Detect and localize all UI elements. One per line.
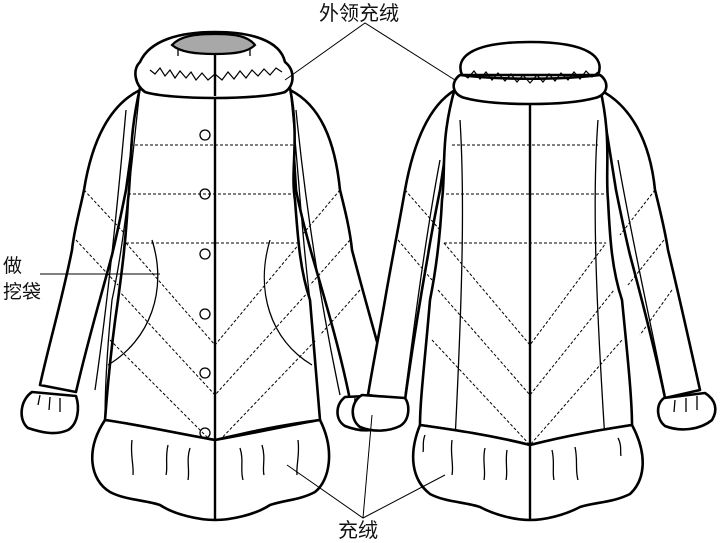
- collar-annotation-label: 外领充绒: [319, 1, 399, 25]
- front-body: [103, 86, 322, 442]
- back-bubble-hem: [411, 423, 644, 522]
- front-right-pocket: [263, 239, 313, 366]
- front-neck-lining: [170, 32, 257, 56]
- hem-annotation-label: 充绒: [338, 518, 378, 542]
- hem-leader-line: [286, 414, 446, 519]
- back-collar-bottom: [452, 73, 608, 106]
- back-collar-top: [459, 40, 601, 77]
- back-left-cuff: [351, 393, 410, 432]
- front-left-cuff: [20, 390, 80, 435]
- back-collar-fur: [461, 70, 599, 84]
- front-bubble-hem: [91, 418, 331, 522]
- front-coat: [20, 30, 395, 522]
- annotation-leaders: [40, 22, 456, 519]
- pocket-annotation-label-line2: 挖袋: [3, 281, 42, 303]
- collar-leader-line: [284, 22, 456, 81]
- back-coat: [351, 40, 717, 522]
- back-body: [418, 86, 634, 447]
- front-collar-fur: [149, 66, 283, 82]
- pocket-annotation-label-line1: 做: [3, 255, 23, 277]
- back-left-sleeve: [366, 88, 457, 402]
- front-buttons: [199, 129, 211, 439]
- front-left-pocket: [107, 239, 159, 366]
- back-right-sleeve: [598, 88, 702, 400]
- back-right-cuff: [656, 391, 717, 431]
